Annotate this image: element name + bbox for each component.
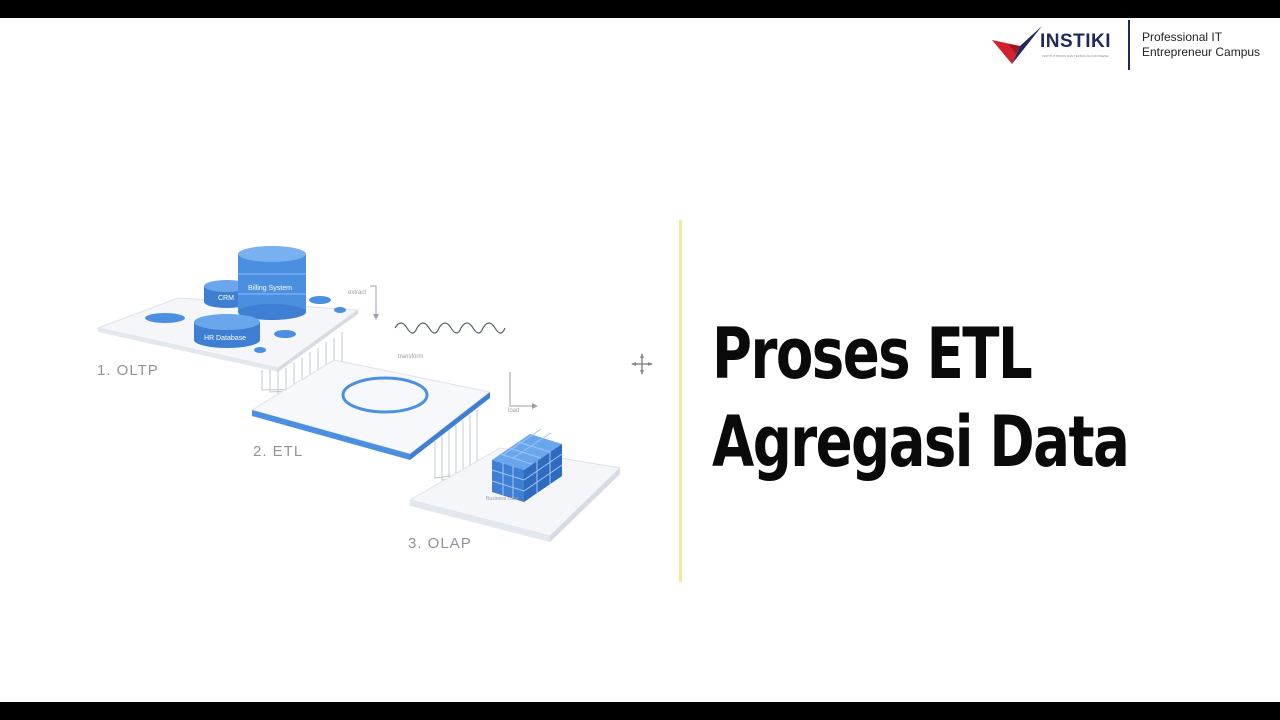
tagline-line-2: Entrepreneur Campus — [1142, 45, 1261, 59]
cube-label: Business cube — [486, 496, 519, 502]
crosshair-cursor-icon — [631, 353, 653, 375]
logo-wordmark: INSTIKI — [1040, 31, 1112, 52]
bottom-letterbox-bar — [0, 702, 1280, 720]
campus-tagline: Professional IT Entrepreneur Campus — [1142, 30, 1260, 60]
etl-pipeline-diagram: CRM Billing System HR Database 1. OLTP e… — [96, 246, 622, 552]
slide-title: Proses ETL Agregasi Data — [712, 310, 1130, 486]
load-arrow — [509, 372, 534, 407]
crm-label: CRM — [218, 295, 234, 302]
vertical-divider-line — [679, 220, 682, 582]
small-db-disk — [145, 313, 185, 323]
slide-title-line-2: Agregasi Data — [712, 401, 1130, 483]
extract-step-label: extract — [348, 290, 366, 296]
extract-arrow — [370, 285, 377, 316]
olap-data-cube-icon — [491, 428, 563, 502]
institution-logo: INSTIKI INSTITUT BISNIS DAN TEKNOLOGI IN… — [990, 20, 1270, 72]
small-db-disk — [309, 296, 331, 304]
stage-3-olap-label: 3. OLAP — [408, 535, 472, 552]
tagline-line-1: Professional IT — [1142, 30, 1223, 44]
logo-subtext: INSTITUT BISNIS DAN TEKNOLOGI INDONESIA — [1042, 54, 1109, 58]
small-db-disk — [274, 330, 296, 338]
transform-step-label: transform — [398, 354, 423, 360]
checkmark-logo-icon — [992, 26, 1042, 64]
top-letterbox-bar — [0, 0, 1280, 18]
stage-2-etl-label: 2. ETL — [253, 443, 303, 460]
billing-system-database-icon — [238, 246, 306, 320]
billing-system-label: Billing System — [248, 285, 292, 292]
etl-process-ring — [341, 376, 429, 414]
load-step-label: load — [508, 408, 519, 414]
transform-spiral-icon — [394, 322, 506, 334]
stage-1-oltp-label: 1. OLTP — [97, 362, 159, 379]
etl-platform — [250, 359, 492, 455]
logo-divider — [1128, 20, 1130, 70]
small-db-disk — [254, 347, 266, 353]
small-db-disk — [334, 307, 346, 313]
hr-database-icon — [194, 314, 260, 348]
hr-database-label: HR Database — [204, 335, 246, 342]
slide-title-line-1: Proses ETL — [712, 313, 1033, 395]
